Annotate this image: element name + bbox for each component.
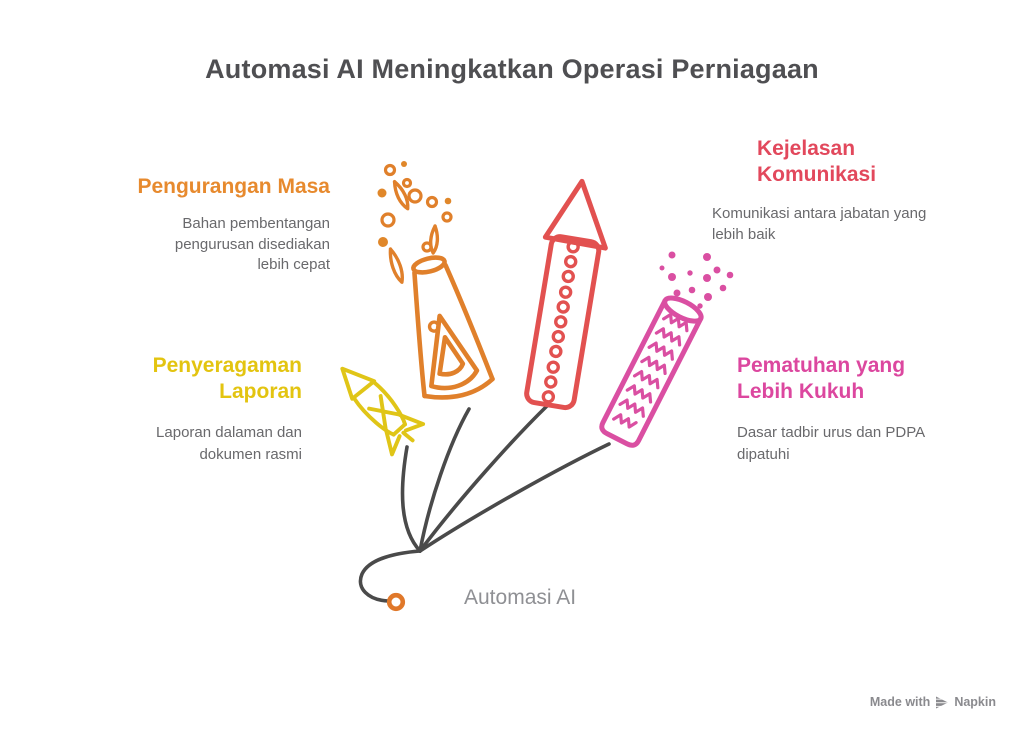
party-popper-cone-icon — [377, 161, 495, 400]
branch-body-pengurangan-masa: Bahan pembentangan pengurusan disediakan… — [174, 215, 330, 273]
branch-heading-pengurangan-masa: Pengurangan Masa — [137, 175, 330, 198]
branch-heading-kejelasan-komunikasi: Kejelasan Komunikasi — [757, 137, 877, 186]
firecracker-icon — [599, 251, 734, 448]
center-node-label: Automasi AI — [464, 586, 577, 609]
made-with-label: Made with — [869, 695, 931, 709]
fuse-curves — [358, 403, 611, 603]
page-title: Automasi AI Meningkatkan Operasi Perniag… — [205, 54, 819, 84]
branch-heading-pematuhan-kukuh: Pematuhan yang Lebih Kukuh — [737, 354, 906, 403]
made-with-napkin-badge[interactable]: Made with Napkin — [870, 695, 996, 709]
origin-node-icon — [386, 592, 406, 612]
branch-body-pematuhan-kukuh: Dasar tadbir urus dan PDPA dipatuhi — [737, 424, 925, 463]
napkin-brand-label: Napkin — [954, 695, 996, 709]
branch-heading-penyeragaman-laporan: Penyeragaman Laporan — [152, 354, 302, 403]
firework-rocket-icon — [524, 178, 608, 411]
branch-body-penyeragaman-laporan: Laporan dalaman dan dokumen rasmi — [156, 424, 302, 463]
toy-rocket-icon — [340, 366, 426, 457]
napkin-logo-icon — [936, 696, 949, 708]
branch-body-kejelasan-komunikasi: Komunikasi antara jabatan yang lebih bai… — [712, 205, 927, 243]
